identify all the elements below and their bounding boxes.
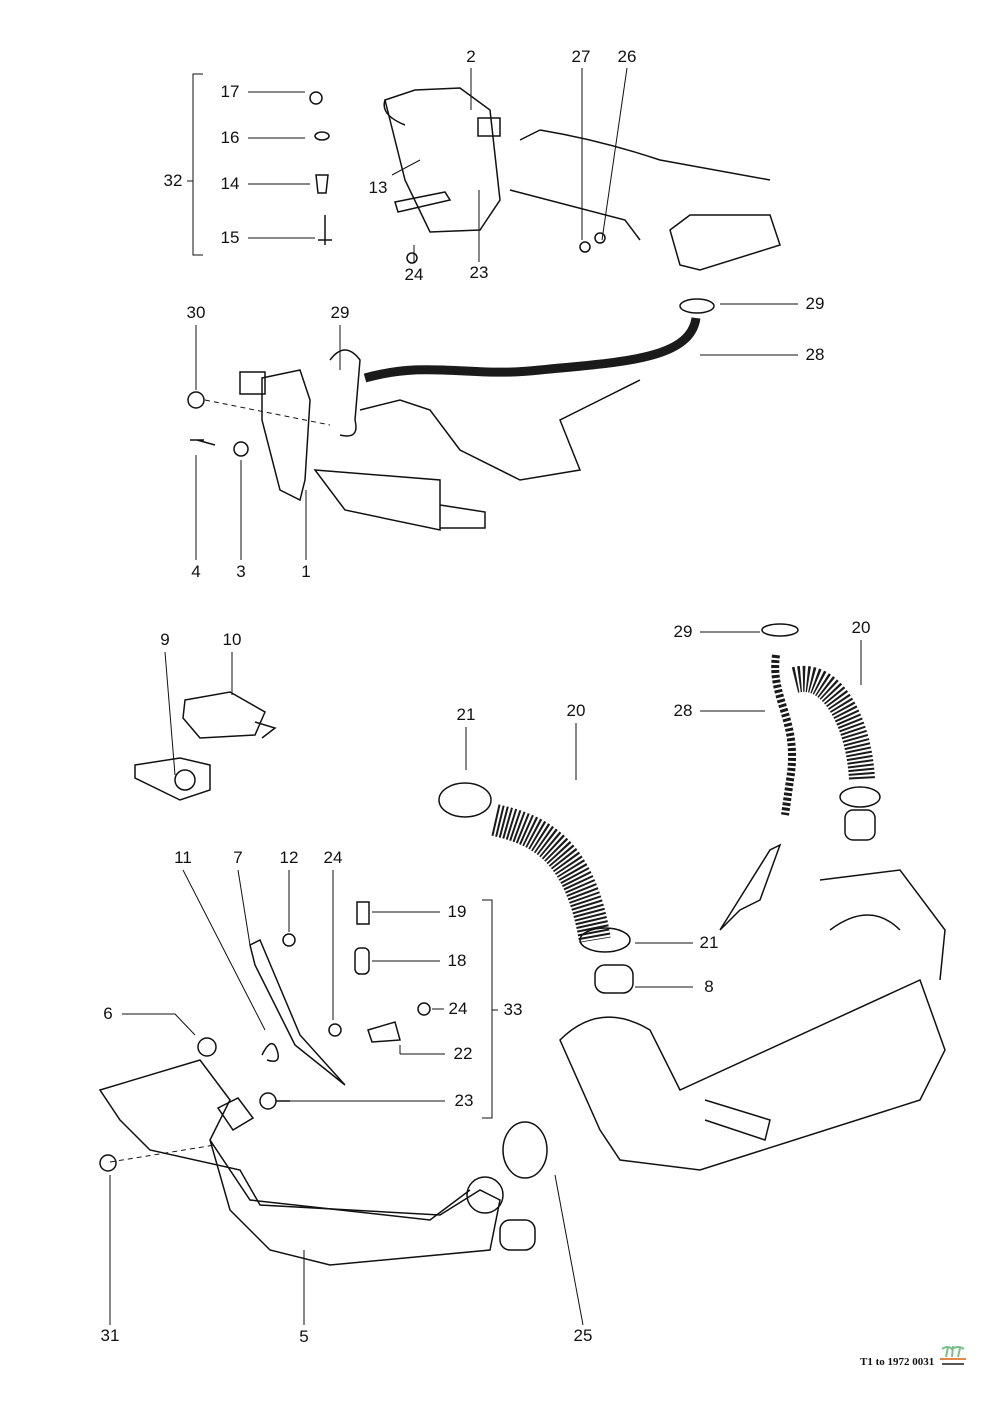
callout-4: 4 [191, 562, 201, 581]
callout-26: 26 [617, 47, 637, 66]
callout-1: 1 [301, 562, 311, 581]
callout-29: 29 [330, 303, 350, 322]
callout-13: 13 [368, 178, 388, 197]
heater-left-assembly [187, 298, 715, 531]
hose-20-center [491, 804, 611, 943]
callout-29: 29 [805, 294, 825, 313]
clamps [438, 623, 881, 1179]
hose-28-top [363, 316, 701, 383]
callout-14: 14 [220, 174, 240, 193]
leader-lines [109, 67, 862, 1326]
callout-7: 7 [233, 848, 243, 867]
callout-11: 11 [174, 848, 192, 867]
callout-19: 19 [447, 902, 467, 921]
callout-25: 25 [573, 1326, 593, 1345]
callout-23: 23 [454, 1091, 474, 1110]
callout-3: 3 [236, 562, 246, 581]
callout-24: 24 [448, 999, 468, 1018]
callout-23: 23 [469, 263, 489, 282]
callout-33: 33 [503, 1000, 523, 1019]
heat-exchanger-5 [98, 1059, 536, 1266]
callout-21: 21 [456, 705, 476, 724]
callout-9: 9 [160, 630, 170, 649]
callout-29: 29 [673, 622, 693, 641]
muffler-assembly [559, 843, 946, 1171]
callout-20: 20 [566, 701, 586, 720]
callout-2: 2 [466, 47, 476, 66]
callout-22: 22 [453, 1044, 473, 1063]
callout-32: 32 [163, 171, 183, 190]
callout-24: 24 [404, 265, 424, 284]
small-parts-lower [197, 901, 431, 1110]
callout-16: 16 [220, 128, 240, 147]
callout-6: 6 [103, 1004, 113, 1023]
callout-28: 28 [805, 345, 825, 364]
diagram-code: T1 to 1972 0031 [860, 1356, 935, 1368]
callout-10: 10 [222, 630, 242, 649]
callout-20: 20 [851, 618, 871, 637]
callout-12: 12 [279, 848, 299, 867]
heater-valve-9-10 [134, 691, 277, 801]
callout-5: 5 [299, 1327, 309, 1346]
callout-17: 17 [220, 82, 240, 101]
callout-30: 30 [186, 303, 206, 322]
hose-28-right [771, 654, 797, 816]
callout-15: 15 [220, 228, 240, 247]
callout-21: 21 [699, 933, 719, 952]
callout-31: 31 [100, 1326, 120, 1345]
logo-icon [940, 1345, 966, 1365]
hose-20-right [791, 665, 875, 781]
callout-27: 27 [571, 47, 591, 66]
callout-8: 8 [704, 977, 714, 996]
callout-18: 18 [447, 951, 467, 970]
callout-28: 28 [673, 701, 693, 720]
callout-24: 24 [323, 848, 343, 867]
heat-exchanger-top [309, 87, 781, 271]
